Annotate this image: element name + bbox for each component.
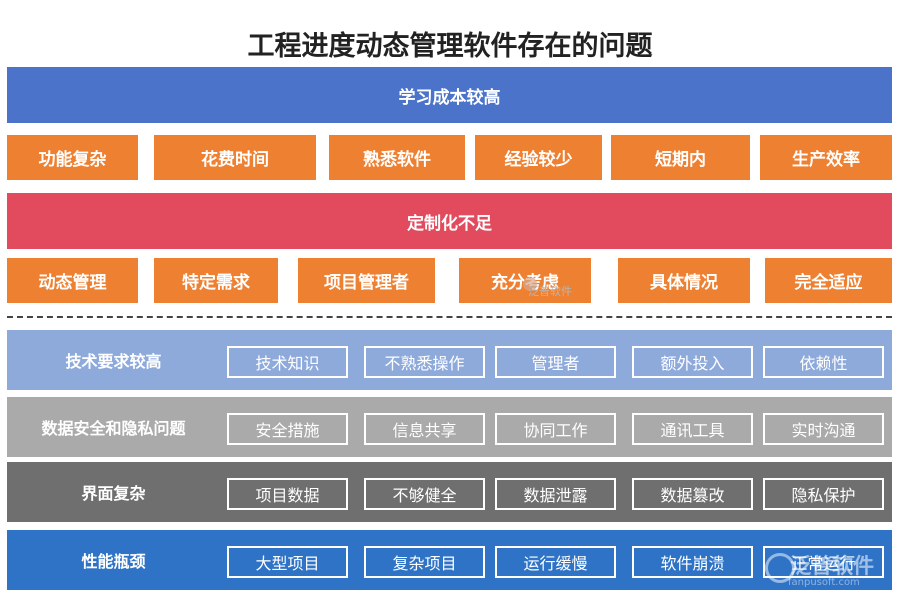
section1-header: 学习成本较高 (7, 67, 892, 123)
band-item: 不够健全 (364, 478, 485, 510)
band-item: 项目数据 (227, 478, 348, 510)
section2-item: 动态管理 (7, 258, 138, 303)
band-item: 通讯工具 (632, 413, 753, 445)
band-technical-requirements: 技术要求较高 技术知识 不熟悉操作 管理者 额外投入 依赖性 (7, 330, 892, 390)
section2-item: 完全适应 (765, 258, 892, 303)
band-label: 性能瓶颈 (81, 552, 146, 571)
band-item: 大型项目 (227, 546, 348, 578)
band-item: 软件崩溃 (632, 546, 753, 578)
band-interface-complex: 界面复杂 项目数据 不够健全 数据泄露 数据篡改 隐私保护 (7, 462, 892, 522)
band-performance-bottleneck: 性能瓶颈 大型项目 复杂项目 运行缓慢 软件崩溃 正常运行 (7, 530, 892, 590)
section2-item: 项目管理者 (298, 258, 435, 303)
band-label: 界面复杂 (81, 484, 146, 503)
band-item: 复杂项目 (364, 546, 485, 578)
watermark-url: fanpusoft.com (788, 577, 860, 588)
section1-item: 功能复杂 (7, 135, 138, 180)
section1-item: 短期内 (611, 135, 750, 180)
band-item: 正常运行 (763, 546, 884, 578)
section1-item: 熟悉软件 (329, 135, 465, 180)
band-item: 管理者 (495, 346, 616, 378)
section1-item: 生产效率 (760, 135, 892, 180)
section2-item: 特定需求 (154, 258, 278, 303)
band-item: 实时沟通 (763, 413, 884, 445)
band-label: 技术要求较高 (65, 352, 162, 371)
watermark-logo-icon (765, 553, 795, 583)
dashed-divider (7, 316, 892, 318)
band-item: 数据泄露 (495, 478, 616, 510)
section2-item: 具体情况 (618, 258, 750, 303)
band-item: 协同工作 (495, 413, 616, 445)
page-title: 工程进度动态管理软件存在的问题 (247, 31, 653, 62)
band-item: 技术知识 (227, 346, 348, 378)
band-item: 安全措施 (227, 413, 348, 445)
band-item: 信息共享 (364, 413, 485, 445)
band-item: 依赖性 (763, 346, 884, 378)
band-item: 隐私保护 (763, 478, 884, 510)
section1-item: 经验较少 (475, 135, 602, 180)
band-item: 运行缓慢 (495, 546, 616, 578)
band-item: 额外投入 (632, 346, 753, 378)
watermark-small: 泛普软件 (528, 285, 572, 298)
band-data-security: 数据安全和隐私问题 安全措施 信息共享 协同工作 通讯工具 实时沟通 (7, 397, 892, 457)
watermark-big: 泛普软件 (790, 554, 874, 578)
section2-header: 定制化不足 (7, 193, 892, 249)
band-item: 数据篡改 (632, 478, 753, 510)
band-label: 数据安全和隐私问题 (41, 419, 186, 438)
band-item: 不熟悉操作 (364, 346, 485, 378)
watermark-logo-icon (523, 277, 537, 291)
section1-item: 花费时间 (154, 135, 316, 180)
